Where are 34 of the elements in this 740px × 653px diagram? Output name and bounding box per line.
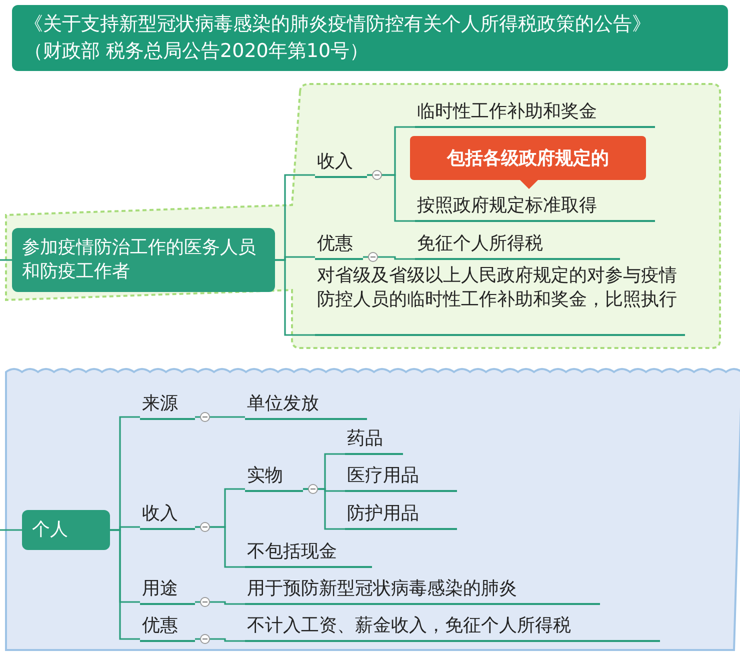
branch-text: 不计入工资、薪金收入，免征个人所得税 bbox=[245, 614, 660, 642]
branch-line bbox=[275, 259, 315, 336]
branch-text: 药品 bbox=[345, 427, 403, 455]
branch-line bbox=[367, 174, 415, 222]
branch-text: 免征个人所得税 bbox=[415, 232, 620, 260]
branch-text: 医疗用品 bbox=[345, 464, 457, 492]
branch-text: 对省级及省级以上人民政府规定的对参与疫情防控人员的临时性工作补助和奖金，比照执行 bbox=[315, 264, 685, 336]
branch-text: 用途 bbox=[140, 577, 195, 605]
branch-text: 不包括现金 bbox=[245, 540, 372, 568]
topic-box bbox=[12, 228, 275, 292]
branch-text: 来源 bbox=[140, 392, 195, 420]
branch-line bbox=[195, 601, 245, 605]
branch-text: 防护用品 bbox=[345, 502, 457, 530]
branch-text: 收入 bbox=[315, 150, 367, 178]
branch-line bbox=[0, 259, 12, 261]
callout-text: 包括各级政府规定的 bbox=[447, 147, 609, 170]
topic-box bbox=[22, 510, 110, 550]
branch-text: 用于预防新型冠状病毒感染的肺炎 bbox=[245, 577, 600, 605]
branch-text: 单位发放 bbox=[245, 392, 367, 420]
branch-line bbox=[0, 529, 22, 531]
branch-line bbox=[195, 416, 245, 418]
topic-text: 参加疫情防治工作的医务人员和防疫工作者 bbox=[22, 236, 257, 284]
branch-line bbox=[303, 488, 345, 530]
branch-text: 优惠 bbox=[140, 614, 195, 642]
branch-line bbox=[195, 638, 245, 642]
branch-text: 收入 bbox=[140, 502, 195, 530]
branch-text: 临时性工作补助和奖金 bbox=[415, 100, 655, 128]
branch-line bbox=[110, 529, 140, 640]
title-banner: 《关于支持新型冠状病毒感染的肺炎疫情防控有关个人所得税政策的公告》（财政部 税务总局公告2020年第10号） bbox=[12, 5, 728, 71]
branch-text: 优惠 bbox=[315, 232, 363, 260]
branch-text: 按照政府规定标准取得 bbox=[415, 194, 655, 222]
topic-text: 个人 bbox=[32, 518, 68, 542]
branch-line bbox=[195, 526, 245, 568]
branch-text: 实物 bbox=[245, 464, 303, 492]
